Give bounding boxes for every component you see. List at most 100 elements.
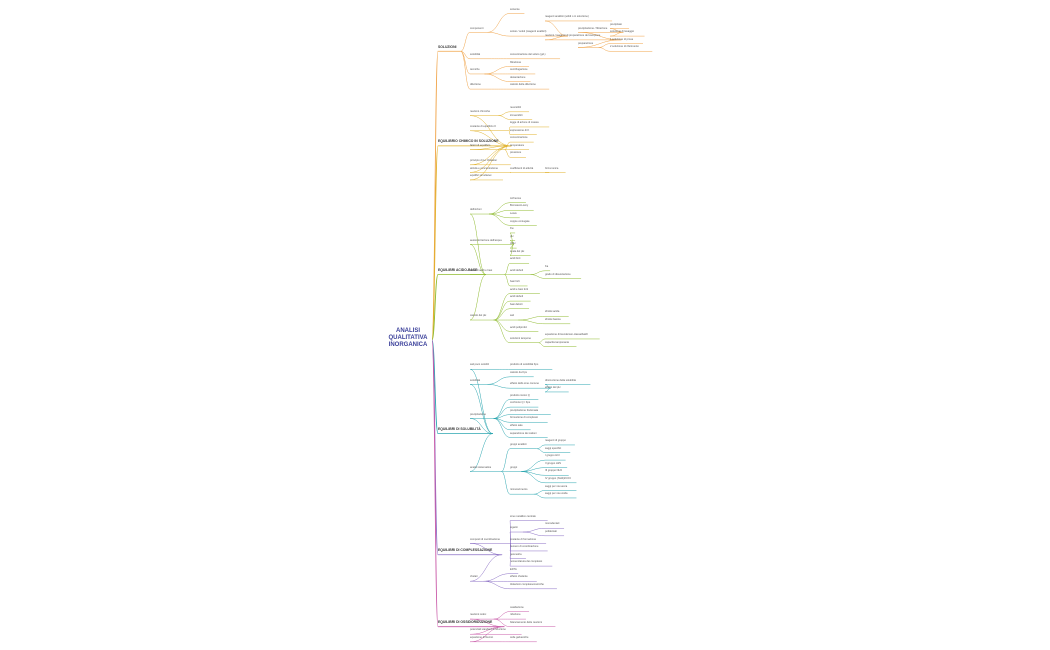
topic-node-3-0-1-1-0[interactable]: diminuzione della solubilità [545, 378, 576, 382]
topic-node-4-0-0-0[interactable]: ione metallico centrale [510, 514, 536, 518]
topic-node-2-0-3-5-1[interactable]: capacità tamponante [545, 340, 570, 344]
topic-node-4-0-1-0[interactable]: EDTA [510, 567, 517, 571]
topic-node-0-0-0-1-1-1[interactable]: preparazione [578, 41, 594, 45]
topic-node-5-0-0[interactable]: reazioni redox [470, 613, 487, 617]
topic-node-4-0-0-3[interactable]: numero di coordinazione [510, 545, 539, 549]
topic-node-3-0-3[interactable]: analisi sistematica [470, 465, 492, 469]
topic-node-0-0-3-0[interactable]: calcolo della diluizione [510, 83, 536, 87]
topic-node-1-0-2[interactable]: fattori di equilibrio [470, 143, 491, 147]
topic-node-2-0-3-3[interactable]: sali [510, 314, 514, 318]
topic-node-3-0-1-1[interactable]: effetto dello ione comune [510, 382, 539, 386]
topic-node-3-0-2[interactable]: precipitazione [470, 412, 487, 416]
topic-node-0-0-2-0[interactable]: filtrazione [510, 60, 522, 64]
topic-node-0-0-0-1-1-1-1[interactable]: 2 soluzione di riferimento [610, 45, 639, 49]
topic-node-2-0-2-1-1[interactable]: grado di dissociazione [545, 272, 571, 276]
topic-node-2-0-2[interactable]: forza di acidi e basi [470, 268, 493, 272]
topic-node-3-0-1[interactable]: solubilità [470, 378, 481, 382]
topic-node-1-0-4-0-0[interactable]: forza ionica [545, 166, 559, 170]
topic-node-2-0-3-5-0[interactable]: equazione di Henderson-Hasselbalch [545, 333, 589, 337]
topic-node-1-0-2-2[interactable]: pressione [510, 151, 522, 155]
topic-node-2-0-0[interactable]: definizioni [470, 208, 482, 212]
topic-node-1-0-0-0[interactable]: reversibili [510, 106, 521, 109]
topic-node-1-0-5[interactable]: equilibri simultanei [470, 174, 492, 178]
topic-node-2-0-3-2[interactable]: basi deboli [510, 302, 523, 306]
topic-node-2-0-1-2[interactable]: pOH [510, 242, 516, 246]
topic-node-5-0-0-0[interactable]: ossidazione [510, 605, 524, 609]
topic-node-2-0-3[interactable]: calcolo del pH [470, 314, 487, 318]
topic-node-1-0-1-1[interactable]: espressione di K [510, 128, 530, 132]
topic-node-3-0-3-0-1[interactable]: saggi specifici [545, 446, 562, 450]
topic-node-3-0-2-4[interactable]: effetto sale [510, 424, 523, 427]
topic-node-0-0-2[interactable]: tecniche [470, 68, 480, 72]
topic-node-5-0-0-2[interactable]: bilanciamento delle reazioni [510, 620, 543, 624]
topic-node-4-0-0-4[interactable]: geometria [510, 552, 522, 556]
branch-node-5[interactable]: EQUILIBRI DI OSSIDORIDUZIONE [438, 620, 493, 625]
topic-node-4-0-1-2[interactable]: titolazioni complessometriche [510, 583, 544, 586]
topic-node-2-0-1[interactable]: autoionizzazione dell'acqua [470, 238, 502, 242]
topic-node-1-0-4[interactable]: attività e concentrazione [470, 166, 498, 170]
topic-node-1-0-2-0[interactable]: concentrazione [510, 136, 528, 140]
topic-node-2-0-2-1-0[interactable]: Ka [545, 265, 549, 268]
topic-node-4-0-1[interactable]: chelati [470, 575, 478, 579]
topic-node-3-0-3-0[interactable]: gruppi analitici [510, 442, 527, 446]
topic-node-4-0-0-1[interactable]: leganti [510, 526, 518, 530]
topic-node-2-0-0-0[interactable]: Arrhenius [510, 196, 522, 200]
topic-node-1-0-1-0[interactable]: legge di azione di massa [510, 121, 539, 125]
topic-node-2-0-3-0[interactable]: acidi e basi forti [510, 287, 529, 291]
topic-node-5-0-0-1[interactable]: riduzione [510, 613, 521, 617]
topic-node-0-0-0-1-1-0-0[interactable]: precipitato [610, 22, 622, 26]
topic-node-2-0-3-3-0[interactable]: idrolisi acida [545, 310, 560, 314]
topic-node-2-0-3-1[interactable]: acidi deboli [510, 295, 523, 299]
topic-node-2-0-0-1[interactable]: Bronsted-Lowry [510, 204, 529, 208]
topic-node-3-0-3-1-1[interactable]: II gruppo H2S [545, 461, 562, 465]
topic-node-3-0-1-1-1[interactable]: effetto del pH [545, 386, 561, 390]
topic-node-4-0-0[interactable]: composti di coordinazione [470, 537, 500, 541]
topic-node-2-0-0-3[interactable]: coppie coniugate [510, 219, 530, 223]
topic-node-2-0-0-2[interactable]: Lewis [510, 212, 517, 215]
topic-node-0-0-0-1-0[interactable]: reagenti analitici (solidi o in soluzion… [545, 15, 589, 19]
topic-node-5-0-2[interactable]: equazione di Nernst [470, 636, 494, 639]
topic-node-3-0-2-0[interactable]: prodotto ionico Q [510, 393, 530, 397]
topic-node-3-0-2-1[interactable]: confronto Q / Kps [510, 401, 531, 405]
topic-node-5-0-2-0[interactable]: celle galvaniche [510, 636, 529, 639]
topic-node-5-0-1[interactable]: potenziali standard di riduzione [470, 628, 506, 632]
topic-node-3-0-3-2-1[interactable]: saggi per via umida [545, 492, 568, 496]
topic-node-4-0-0-5[interactable]: nomenclatura dei complessi [510, 560, 543, 564]
topic-node-3-0-2-2[interactable]: precipitazione frazionata [510, 408, 539, 412]
topic-node-0-0-0-1-1-1-0[interactable]: 1 soluzione di prova [610, 37, 634, 41]
topic-node-2-0-2-1[interactable]: acidi deboli [510, 268, 523, 272]
topic-node-1-0-1[interactable]: costante di equilibrio K [470, 124, 497, 128]
topic-node-2-0-3-4[interactable]: acidi poliprotici [510, 325, 528, 329]
topic-node-4-0-0-1-1[interactable]: polidentati [545, 530, 557, 533]
topic-node-4-0-0-1-0[interactable]: monodentati [545, 522, 560, 526]
topic-node-0-0-0[interactable]: componenti [470, 26, 484, 30]
topic-node-3-0-2-3[interactable]: formazione di complessi [510, 416, 538, 420]
topic-node-3-0-3-1-2[interactable]: III gruppo NH3 [545, 469, 562, 473]
topic-node-0-0-0-1-1-0-1[interactable]: soluzione di lavaggio [610, 30, 635, 34]
root-title[interactable]: ANALISI QUALITATIVA INORGANICA [388, 328, 428, 348]
topic-node-2-0-3-3-1[interactable]: idrolisi basica [545, 318, 561, 321]
branch-node-2[interactable]: EQUILIBRI ACIDO-BASE [438, 268, 478, 272]
topic-node-3-0-3-0-0[interactable]: reagenti di gruppo [545, 439, 566, 443]
topic-node-2-0-2-2[interactable]: basi forti [510, 280, 520, 284]
topic-node-2-0-1-1[interactable]: pH [510, 234, 514, 238]
topic-node-1-0-0-1[interactable]: irreversibili [510, 113, 523, 117]
topic-node-3-0-0-0[interactable]: prodotto di solubilità Kps [510, 363, 539, 367]
topic-node-0-0-3[interactable]: diluizione [470, 83, 481, 87]
topic-node-3-0-3-2-0[interactable]: saggi per via secca [545, 484, 568, 488]
topic-node-1-0-0[interactable]: reazioni chimiche [470, 109, 491, 113]
branch-node-1[interactable]: EQUILIBRIO CHIMICO IN SOLUZIONE [438, 139, 499, 144]
topic-node-3-0-3-1[interactable]: gruppi [510, 465, 518, 469]
topic-node-2-0-1-3[interactable]: scala del pH [510, 249, 525, 253]
topic-node-0-0-0-1[interactable]: soluto / soluti (reagenti analitici) [510, 30, 547, 34]
topic-node-0-0-0-0[interactable]: solvente [510, 7, 520, 11]
topic-node-2-0-3-5[interactable]: soluzioni tampone [510, 336, 531, 340]
topic-node-3-0-3-2[interactable]: riconoscimento [510, 488, 528, 492]
topic-node-3-0-1-0[interactable]: calcolo da Kps [510, 371, 527, 374]
topic-node-4-0-0-2[interactable]: costante di formazione [510, 537, 537, 541]
topic-node-1-0-2-1[interactable]: temperatura [510, 143, 524, 147]
topic-node-3-0-0[interactable]: sali poco solubili [470, 363, 489, 367]
topic-node-0-0-2-2[interactable]: decantazione [510, 75, 526, 79]
topic-node-2-0-2-0[interactable]: acidi forti [510, 257, 521, 261]
topic-node-3-0-3-1-3[interactable]: IV gruppo (NH4)2CO3 [545, 477, 571, 480]
